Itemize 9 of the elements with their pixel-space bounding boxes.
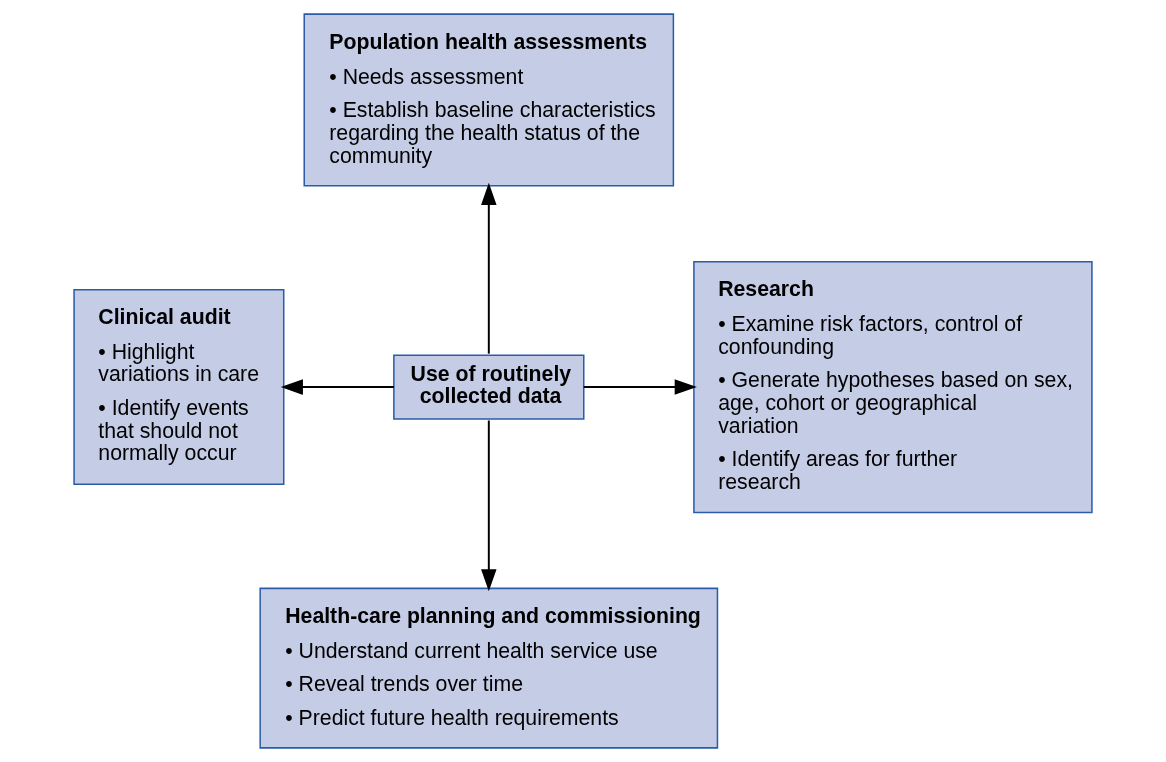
node-box: Health-care planning and commissioning • Understand current health service use • Reveal trends over time • Predict future health requirements (259, 587, 719, 749)
node-box: Research • Examine risk factors, control of confounding • Generate hypotheses based on sex, age, cohort or geographical variation • Identify areas for further research (693, 261, 1093, 514)
node-box: Clinical audit • Highlight variations in care • Identify events that should not normally occur (73, 289, 285, 486)
node-box: Use of routinely collected data (393, 354, 585, 420)
node-box: Population health assessments • Needs assessment • Establish baseline characteristics regarding the health status of the community (303, 13, 675, 187)
arrow (582, 379, 697, 395)
arrow (280, 379, 395, 395)
arrow (481, 419, 497, 592)
arrow (481, 182, 497, 355)
